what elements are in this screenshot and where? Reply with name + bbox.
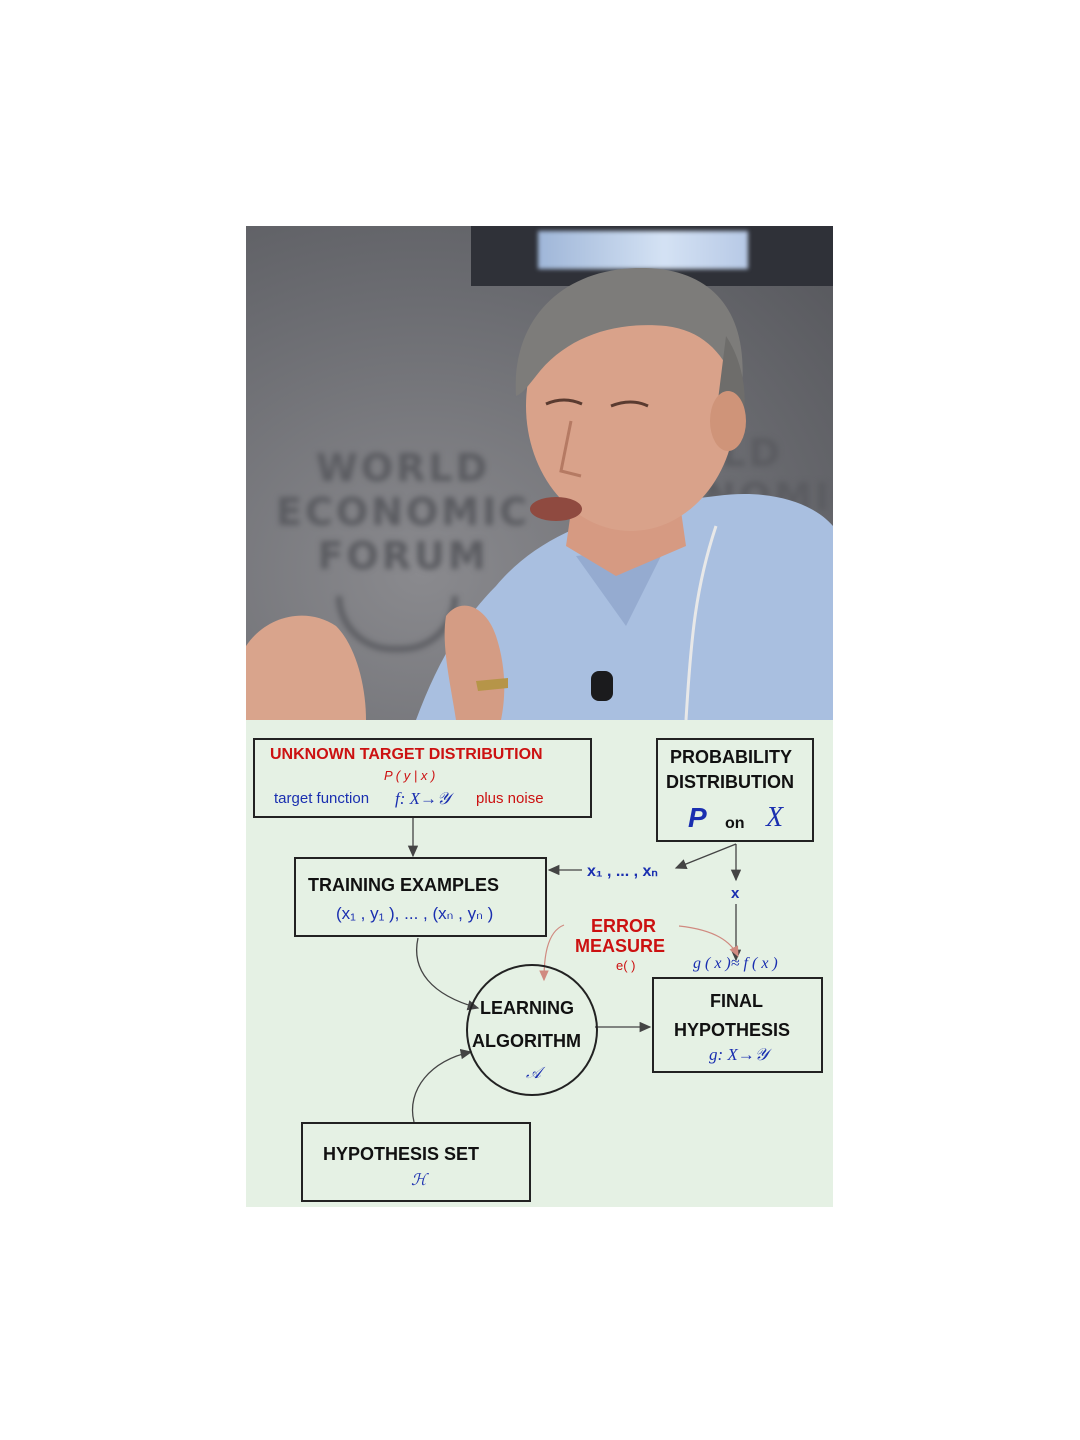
probability-line1: PROBABILITY <box>670 747 793 767</box>
error-line1: ERROR <box>591 916 657 936</box>
error-line2: MEASURE <box>575 936 666 956</box>
training-examples-box: TRAINING EXAMPLES (x₁ , y₁ ), ... , (xₙ … <box>294 857 547 937</box>
diagram-connectors <box>407 818 742 1123</box>
learning-diagram: UNKNOWN TARGET DISTRIBUTION P ( y | x ) … <box>246 720 833 1207</box>
probability-x: X <box>766 802 784 833</box>
final-line2: HYPOTHESIS <box>674 1020 791 1040</box>
noise-label: plus noise <box>476 790 544 807</box>
probability-line2: DISTRIBUTION <box>666 772 794 792</box>
error-symbol: e( ) <box>616 958 636 973</box>
learning-symbol: 𝒜 <box>526 1065 542 1082</box>
screen-glow <box>538 231 748 269</box>
probability-on: on <box>725 815 745 832</box>
learning-algorithm-circle <box>466 964 598 1096</box>
arrow-training-to-learning <box>416 937 480 1011</box>
arrow-probability-to-inputs <box>674 843 737 869</box>
learning-line2: ALGORITHM <box>472 1031 581 1051</box>
target-title: UNKNOWN TARGET DISTRIBUTION <box>270 746 543 763</box>
final-formula: g: X→𝒴 <box>709 1045 769 1064</box>
training-formula: (x₁ , y₁ ), ... , (xₙ , yₙ ) <box>336 904 494 923</box>
wef-backdrop-text-left: WORLD ECONOMIC FORUM <box>276 446 531 578</box>
final-line1: FINAL <box>710 991 763 1011</box>
training-title: TRAINING EXAMPLES <box>308 875 500 895</box>
inputs-label: x₁ , ... , xₙ <box>587 863 658 880</box>
target-formula: P ( y | x ) <box>384 768 436 783</box>
final-hypothesis-box: FINAL HYPOTHESIS g: X→𝒴 <box>652 977 823 1073</box>
probability-distribution-box: PROBABILITY DISTRIBUTION P on X <box>656 738 814 842</box>
target-distribution-box: UNKNOWN TARGET DISTRIBUTION P ( y | x ) … <box>253 738 592 818</box>
speaker-photo: WORLD ECONOMIC FORUM WORLD ECONOMIC <box>246 226 833 720</box>
probability-p: P <box>688 802 707 833</box>
approx-label: g ( x )≈ f ( x ) <box>693 955 778 972</box>
x-label: x <box>731 885 740 902</box>
hypothesis-set-title: HYPOTHESIS SET <box>323 1144 480 1164</box>
arrow-error-to-final <box>678 925 739 958</box>
hypothesis-set-symbol: ℋ <box>411 1172 427 1189</box>
speaker-figure <box>246 267 833 720</box>
arrow-error-to-learning <box>539 924 565 982</box>
target-function-prefix: target function <box>274 790 370 807</box>
learning-line1: LEARNING <box>480 998 574 1018</box>
hypothesis-set-box: HYPOTHESIS SET ℋ <box>301 1122 531 1202</box>
arrow-hypothesis-to-learning <box>411 1048 473 1123</box>
target-function: f: X→𝒴 <box>395 789 451 808</box>
